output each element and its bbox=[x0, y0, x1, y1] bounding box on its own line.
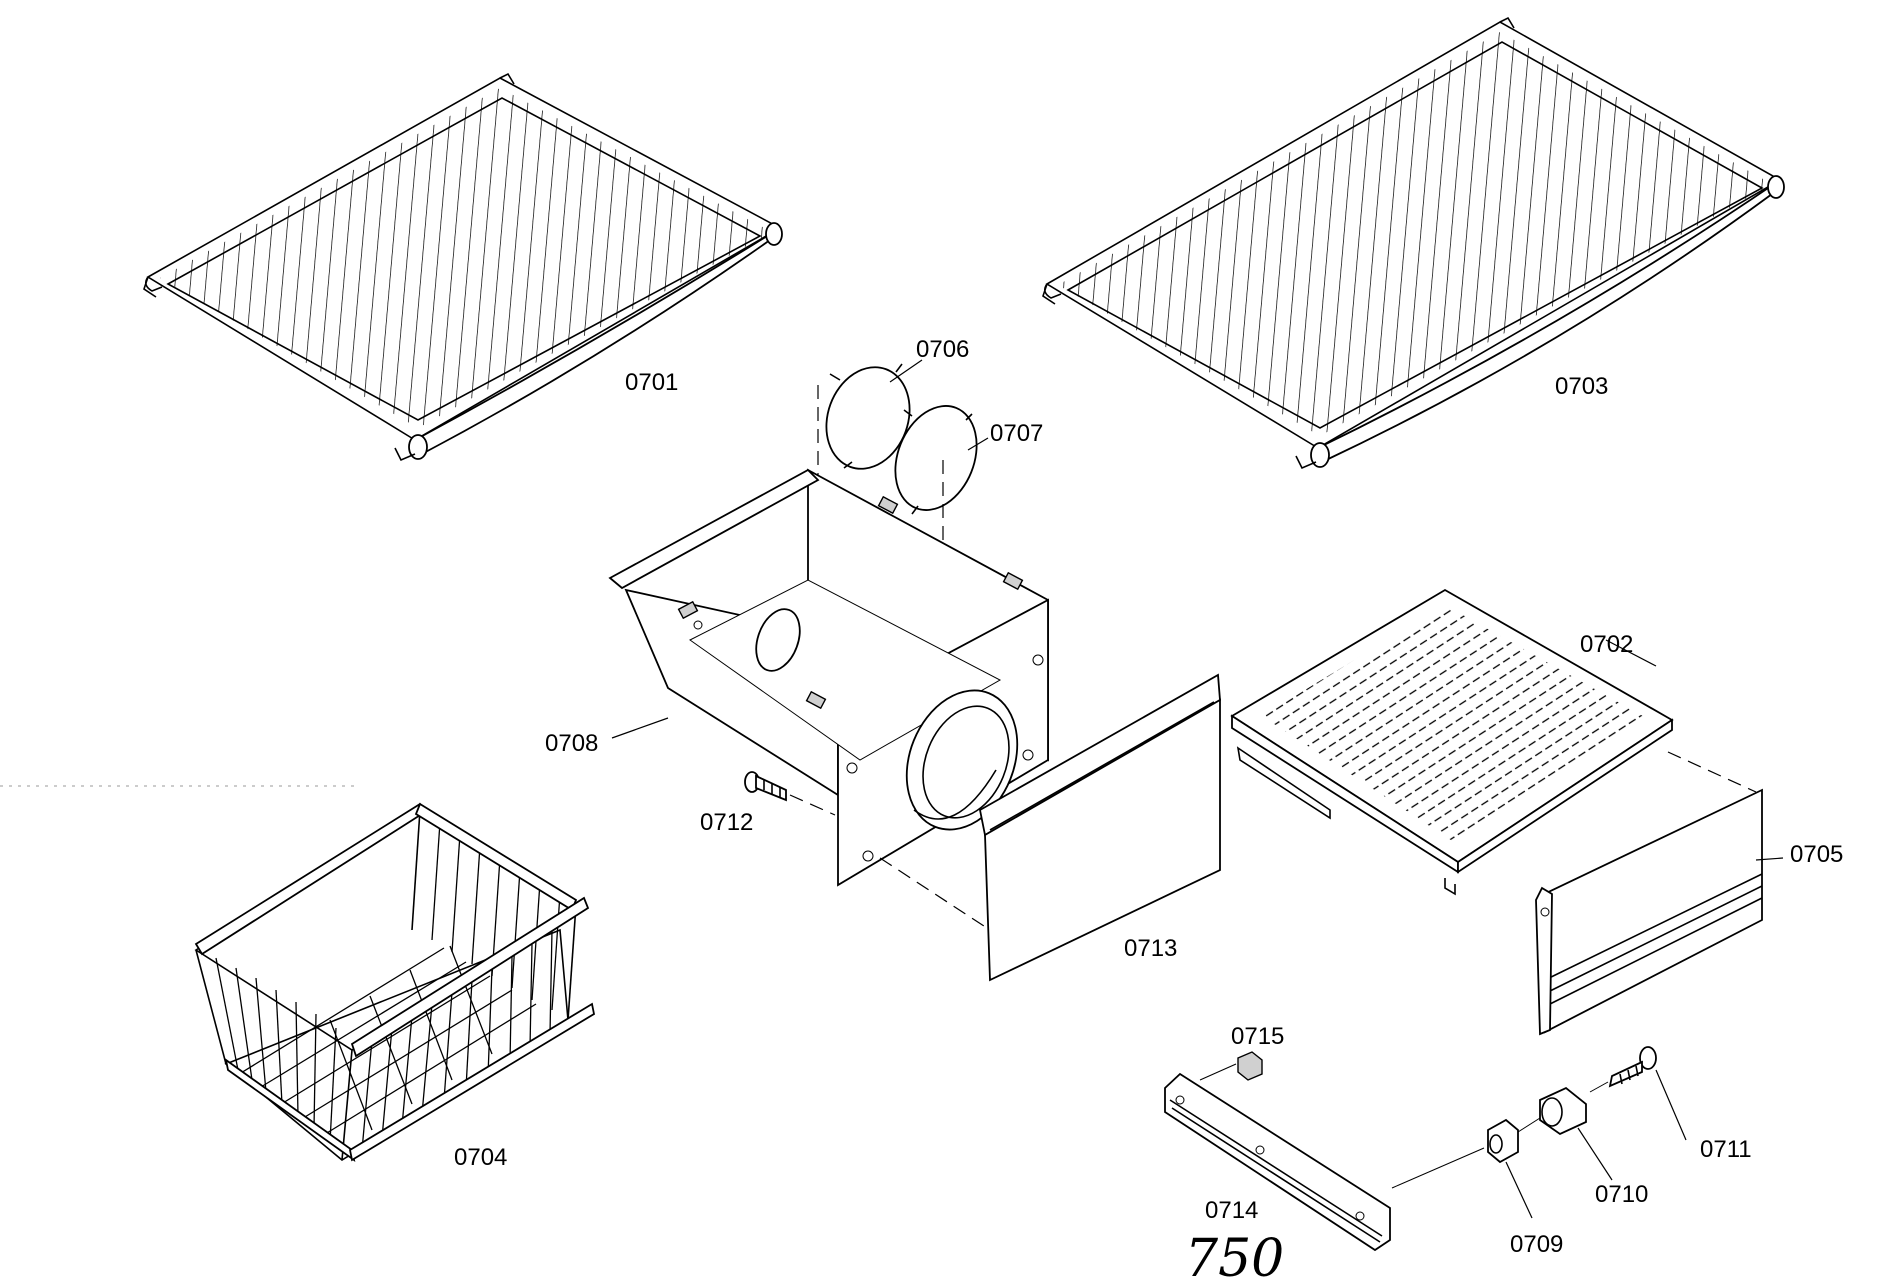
leader-dashed bbox=[879, 857, 991, 931]
crisper-front-0705 bbox=[1535, 788, 1763, 1036]
leader-line bbox=[1199, 1063, 1237, 1081]
leader-dashed bbox=[1667, 751, 1757, 793]
label-0710: 0710 bbox=[1595, 1181, 1648, 1208]
bushing-0709 bbox=[1487, 1118, 1519, 1164]
label-0708: 0708 bbox=[545, 730, 598, 757]
cover-disc-0707 bbox=[894, 405, 978, 515]
label-0702: 0702 bbox=[1580, 631, 1633, 658]
wire-shelf-0703 bbox=[1042, 16, 1785, 470]
leader-line bbox=[1589, 1081, 1609, 1093]
wire-shelf-0701 bbox=[143, 72, 783, 462]
wire-basket-0704 bbox=[194, 802, 596, 1163]
label-0715: 0715 bbox=[1231, 1023, 1284, 1050]
label-0712: 0712 bbox=[700, 809, 753, 836]
drawer-front-panel-0713 bbox=[978, 673, 1221, 982]
label-0714: 0714 bbox=[1205, 1197, 1258, 1224]
label-0709: 0709 bbox=[1510, 1231, 1563, 1258]
page-number-handwritten: 750 bbox=[1185, 1229, 1284, 1279]
label-0711: 0711 bbox=[1700, 1136, 1752, 1163]
label-0704: 0704 bbox=[454, 1144, 507, 1171]
screw-0712 bbox=[744, 771, 787, 802]
label-0705: 0705 bbox=[1790, 841, 1843, 868]
part-labels: 0701 0703 0706 0707 0708 0712 0713 0702 … bbox=[454, 336, 1843, 1279]
label-0701: 0701 bbox=[625, 369, 678, 396]
leader-lines bbox=[611, 359, 1784, 1219]
screw-0711 bbox=[1608, 1046, 1657, 1088]
leader-dashed bbox=[789, 794, 836, 816]
cover-disc-0706 bbox=[825, 363, 911, 470]
leader-line bbox=[1391, 1147, 1485, 1189]
rail-0714 bbox=[1164, 1072, 1391, 1252]
clip-0715 bbox=[1237, 1051, 1263, 1081]
spacer-0710 bbox=[1539, 1086, 1587, 1136]
leader-line bbox=[1517, 1117, 1541, 1133]
label-0713: 0713 bbox=[1124, 935, 1177, 962]
slotted-shelf-0702 bbox=[1230, 588, 1674, 896]
label-0703: 0703 bbox=[1555, 373, 1608, 400]
label-0707: 0707 bbox=[990, 420, 1043, 447]
fan-housing-box-0708 bbox=[608, 468, 1049, 887]
label-0706: 0706 bbox=[916, 336, 969, 363]
